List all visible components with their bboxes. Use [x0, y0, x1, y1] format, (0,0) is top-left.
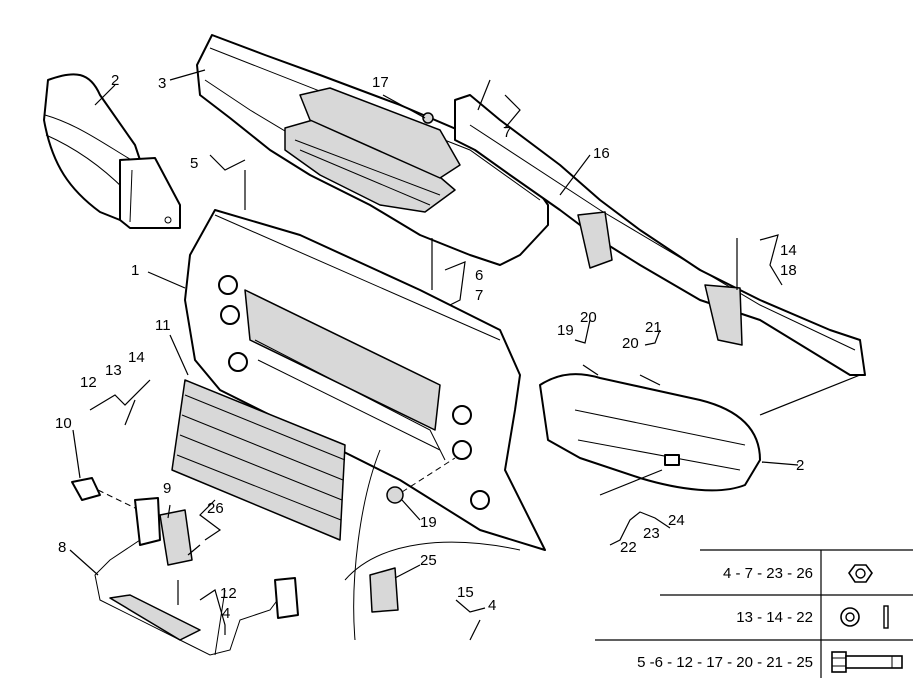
callout-18: 19 [420, 514, 437, 531]
callout-4-bottom-left: 4 [222, 605, 230, 622]
left-corner-cap [43, 73, 181, 229]
callout-13: 13 [105, 362, 122, 379]
main-bumper [184, 209, 546, 551]
callout-25: 15 [457, 584, 474, 601]
upper-step-panel [196, 34, 549, 266]
callout-12-bottom: 12 [220, 585, 237, 602]
callout-9: 9 [163, 480, 171, 497]
washer-icon [840, 605, 889, 629]
step-bracket [159, 509, 193, 566]
callout-22: 23 [643, 525, 660, 542]
callout-23: 24 [668, 512, 685, 529]
callout-15: 16 [593, 145, 610, 162]
crossmember [454, 94, 866, 376]
legend-row-3-label: 5 -6 - 12 - 17 - 20 - 21 - 25 [637, 654, 813, 671]
bolt-icon [831, 651, 903, 673]
callout-8: 8 [58, 539, 66, 556]
legend-row-2-label: 13 - 14 - 22 [736, 609, 813, 626]
callout-16: 17 [372, 74, 389, 91]
callout-6: 6 [475, 267, 483, 284]
callout-21: 22 [620, 539, 637, 556]
callout-2-right: 2 [796, 457, 804, 474]
callout-11: 11 [155, 317, 171, 334]
callout-24: 25 [420, 552, 437, 569]
fastener-lines [124, 79, 738, 641]
legend-row-1-label: 4 - 7 - 23 - 26 [723, 565, 813, 582]
access-step [94, 497, 299, 656]
callout-12-left: 12 [80, 374, 97, 391]
leader-lines [69, 69, 861, 635]
right-corner-cap [539, 373, 761, 492]
bolt-part [71, 477, 136, 509]
callout-2-left: 2 [111, 72, 119, 89]
grille-mesh [171, 379, 346, 541]
callout-14-right: 14 [780, 242, 797, 259]
callout-7-top: 7 [503, 124, 511, 141]
callout-14-left: 14 [128, 349, 145, 366]
callout-3: 3 [158, 75, 166, 92]
callout-numbers: 2 3 5 1 11 14 13 12 10 8 9 26 12 4 17 7 … [55, 72, 804, 622]
callout-4-bottom-right: 4 [488, 597, 496, 614]
callout-20-left: 20 [580, 309, 597, 326]
callout-1: 1 [131, 262, 139, 279]
nut-icon [848, 564, 873, 583]
callout-19-right: 20 [622, 335, 639, 352]
callout-19-left: 19 [557, 322, 574, 339]
callout-5: 5 [190, 155, 198, 172]
detail-circle [344, 449, 521, 641]
fastener-legend: 4 - 7 - 23 - 26 13 - 14 - 22 5 -6 - 12 -… [595, 549, 913, 678]
callout-26: 26 [207, 500, 224, 517]
plug-part-16 [422, 112, 434, 124]
cap-part-18 [386, 457, 456, 504]
callout-7-mid: 7 [475, 287, 483, 304]
callout-17: 18 [780, 262, 797, 279]
callout-10: 10 [55, 415, 72, 432]
callout-20-right: 21 [645, 319, 662, 336]
